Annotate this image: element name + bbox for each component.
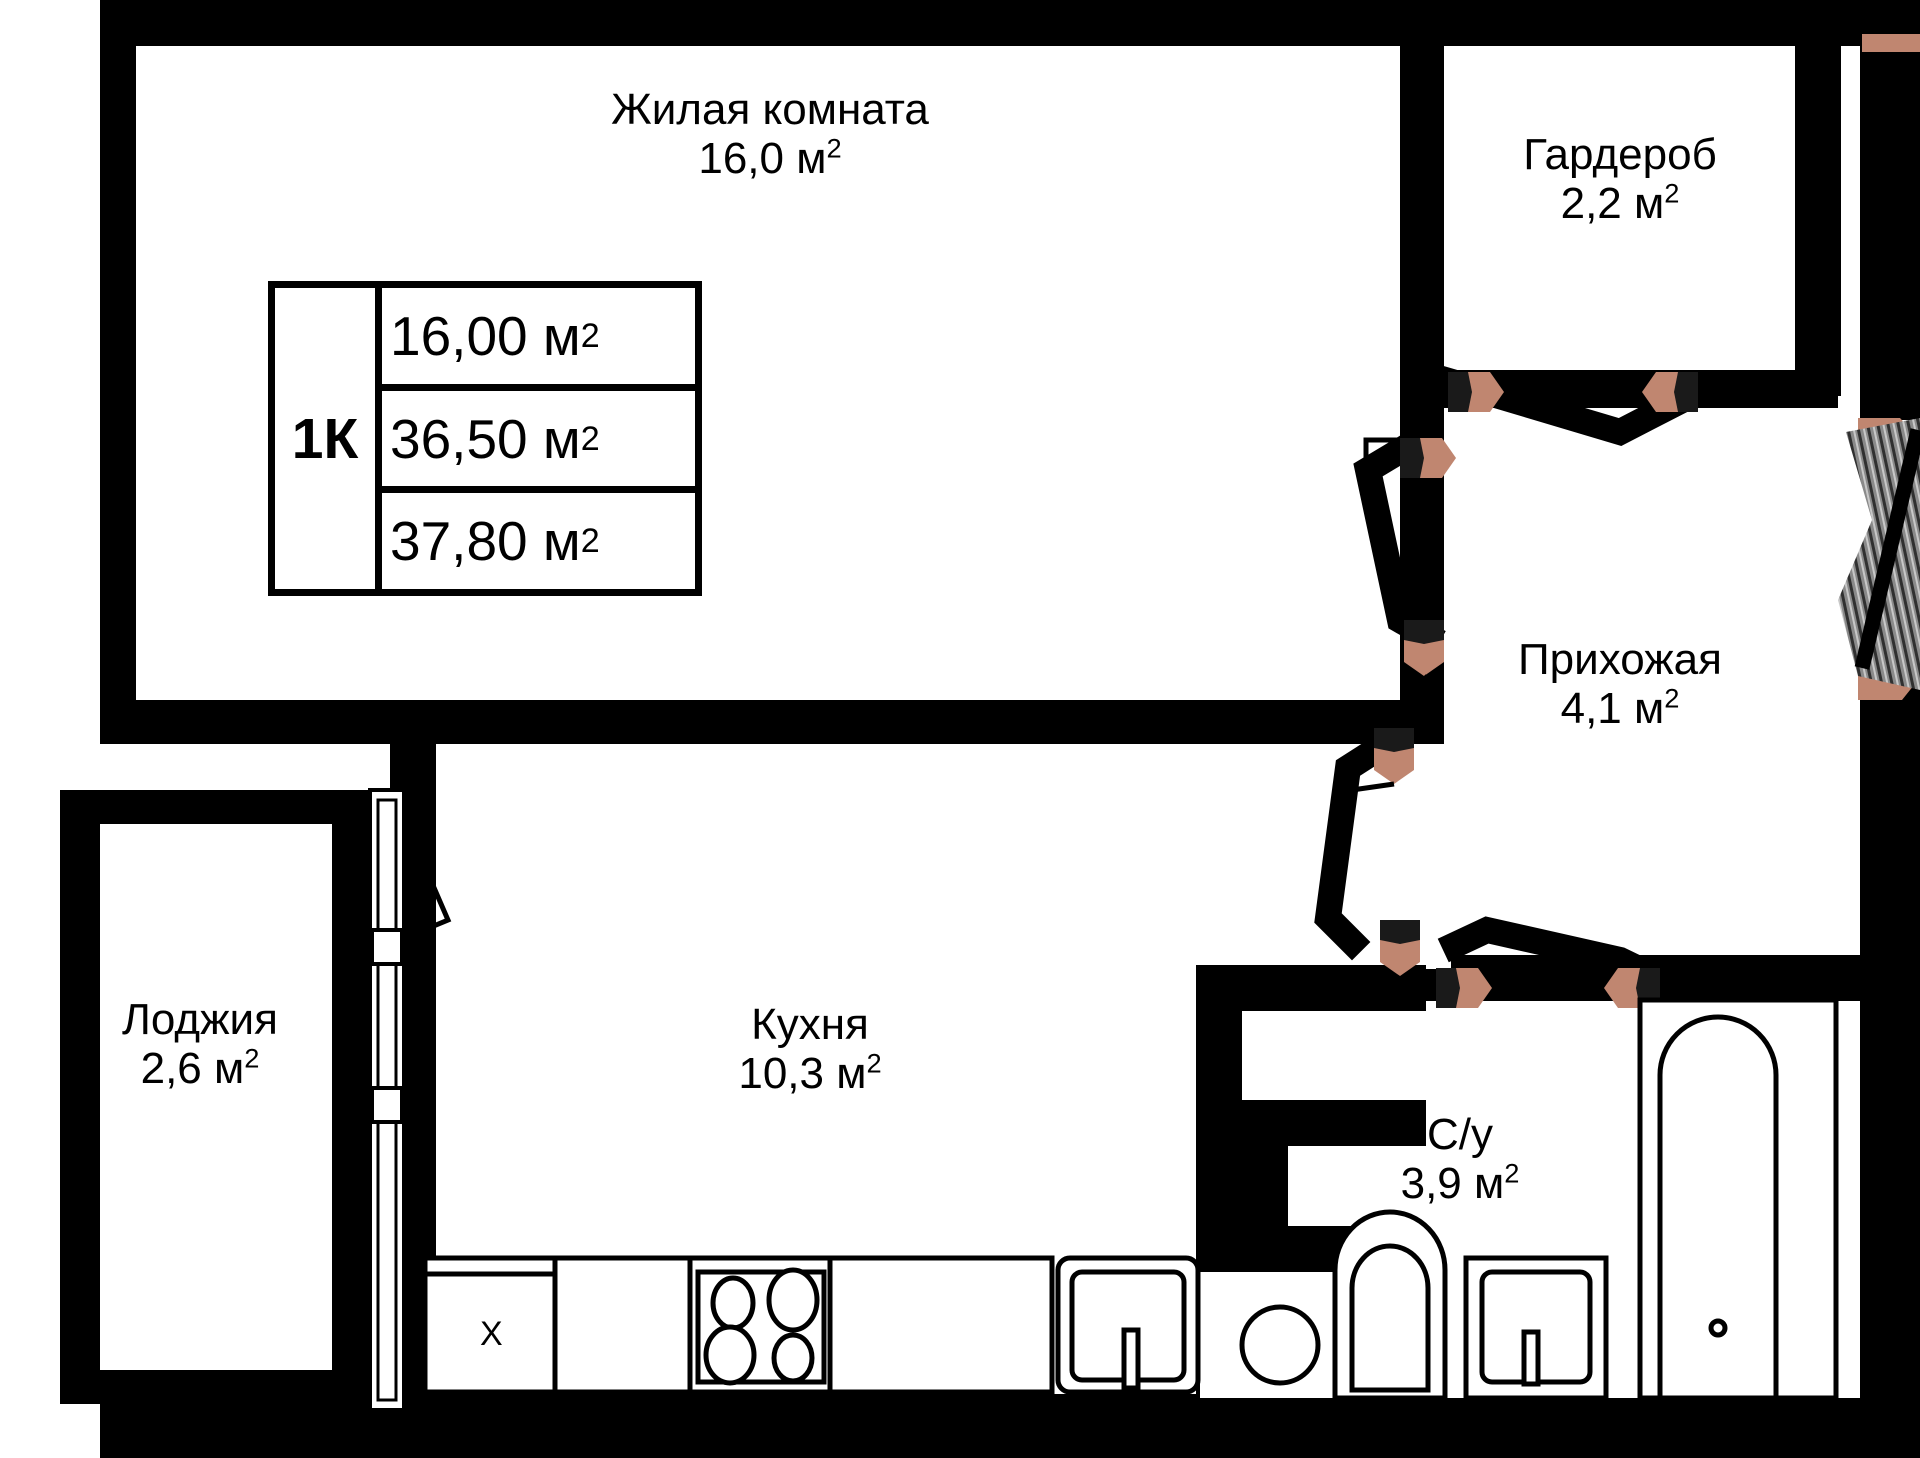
door-wardrobe-right	[1642, 372, 1698, 412]
door-kitchen-upper	[1374, 728, 1414, 784]
door-swings	[1351, 674, 1440, 1001]
door-wardrobe	[1448, 372, 1504, 412]
room-label-living-room: Жилая комната 16,0 м2	[520, 85, 1020, 184]
room-area: 4,1 м2	[1560, 682, 1680, 734]
room-name: Гардероб	[1523, 130, 1717, 179]
door-kitchen-lower	[1380, 920, 1420, 976]
bathroom-fixtures	[1239, 997, 1839, 1401]
room-area: 2,2 м2	[1560, 177, 1680, 229]
door-living-room	[1363, 437, 1456, 478]
entrance-door	[1838, 418, 1920, 700]
refrigerator	[422, 1269, 558, 1395]
base-cabinet	[552, 1255, 693, 1395]
refrigerator-mark: Х	[480, 1315, 503, 1353]
balcony-window-door	[368, 788, 452, 1412]
riser-pipe	[1239, 1304, 1321, 1386]
room-area: 16,0 м2	[698, 132, 842, 184]
room-label-bathroom: С/у 3,9 м2	[1330, 1110, 1590, 1209]
doors	[1363, 372, 1920, 1008]
room-label-kitchen: Кухня 10,3 м2	[640, 1000, 980, 1099]
room-area: 3,9 м2	[1400, 1157, 1520, 1209]
room-name: Жилая комната	[611, 85, 929, 134]
room-label-wardrobe: Гардероб 2,2 м2	[1470, 130, 1770, 229]
kitchen-hall-step	[1196, 965, 1426, 1272]
room-label-loggia: Лоджия 2,6 м2	[70, 995, 330, 1094]
room-area: 10,3 м2	[738, 1047, 882, 1099]
room-name: С/у	[1427, 1110, 1493, 1159]
exterior-nib	[1862, 34, 1920, 68]
room-name: Кухня	[751, 1000, 869, 1049]
apartment-code: 1К	[275, 288, 382, 589]
door-bathroom-left	[1436, 968, 1492, 1008]
room-name: Лоджия	[122, 995, 278, 1044]
door-living-room-lower	[1404, 620, 1444, 676]
kitchen-fixtures	[422, 1255, 1201, 1395]
room-label-hallway: Прихожая 4,1 м2	[1470, 635, 1770, 734]
room-area: 2,6 м2	[140, 1042, 260, 1094]
countertop	[827, 1255, 1055, 1395]
room-name: Прихожая	[1518, 635, 1722, 684]
